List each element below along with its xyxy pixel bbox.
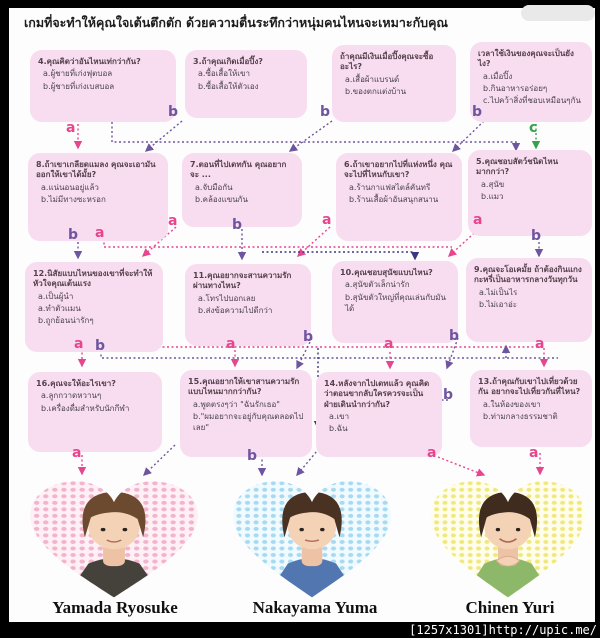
question-box-5: 5.คุณชอบสัตว์ชนิดไหนมากกว่า? a.สุนัข b.แ… bbox=[468, 150, 592, 236]
question-box-1: เวลาใช้เงินของคุณจะเป็นยังไง? a.เมื่อปิ๊… bbox=[470, 42, 592, 122]
option-a: a.เมื่อปิ๊ง bbox=[483, 71, 513, 81]
option-a: a.สุนัขตัวเล็กน่ารัก bbox=[345, 280, 410, 290]
route-label-b: b bbox=[472, 104, 483, 120]
route-label-a: a bbox=[535, 336, 545, 352]
question-box-6: 6.ถ้าเขาอยากไปที่แห่งหนึ่ง คุณจะไปที่ไหน… bbox=[336, 153, 462, 241]
option-b: b.ซื้อเสื้อให้ตัวเอง bbox=[198, 81, 259, 91]
option-a: a.ในห้องของเขา bbox=[483, 399, 541, 409]
option-a: a.เป็นผู้นำ bbox=[38, 291, 74, 301]
option-a2: a.ทำตัวแมน bbox=[38, 303, 81, 313]
question-text: 16.คุณจะให้อะไรเขา? bbox=[36, 379, 116, 388]
route-label-a: a bbox=[74, 336, 84, 352]
option-a: a.ลูกกวาดหวานๆ bbox=[41, 391, 102, 401]
question-text: 5.คุณชอบสัตว์ชนิดไหนมากกว่า? bbox=[476, 157, 559, 177]
route-label-a: a bbox=[384, 336, 394, 352]
question-text: 11.คุณอยากจะสานความรักผ่านทางไหน? bbox=[193, 271, 292, 291]
question-box-15: 15.คุณอยากให้เขาสานความรักแบบไหนมากกว่าก… bbox=[180, 370, 312, 457]
route-label-a: a bbox=[226, 336, 236, 352]
result-heart-yuma bbox=[232, 481, 392, 598]
route-label-a: a bbox=[322, 212, 332, 228]
option-a: a.ไม่เป็นไร bbox=[479, 287, 518, 297]
route-label-b: b bbox=[68, 227, 79, 243]
route-label-b: b bbox=[443, 387, 454, 403]
route-label-b: b bbox=[303, 329, 314, 345]
question-text: 6.ถ้าเขาอยากไปที่แห่งหนึ่ง คุณจะไปที่ไหน… bbox=[344, 160, 453, 180]
option-a: a.เสื้อผ้าแบรนด์ bbox=[345, 74, 400, 84]
option-b: b.ร้านเสื้อผ้าอันสนุกสนาน bbox=[349, 194, 439, 204]
option-a: a.พูดตรงๆว่า "ฉันรักเธอ" bbox=[193, 399, 280, 409]
top-right-blank-pill bbox=[521, 5, 595, 21]
option-b: b.คล้องแขนกัน bbox=[195, 194, 248, 204]
question-box-14: 14.หลังจากไปเดทแล้ว คุณคิดว่าตอนขากลับใค… bbox=[316, 372, 442, 457]
question-text: เวลาใช้เงินของคุณจะเป็นยังไง? bbox=[478, 49, 574, 69]
route-label-b: b bbox=[320, 104, 331, 120]
route-label-a: a bbox=[427, 445, 437, 461]
question-box-8: 8.ถ้าเขาเกลียดแมลง คุณจะเอามันออกให้เขาไ… bbox=[28, 153, 168, 241]
option-a: a.ผู้ชายที่เก่งฟุตบอล bbox=[43, 69, 113, 79]
route-label-b: b bbox=[168, 104, 179, 120]
question-text: 13.ถ้าคุณกับเขาไปเที่ยวด้วยกัน อยากจะไปเ… bbox=[478, 377, 581, 397]
route-label-b: b bbox=[232, 217, 243, 233]
option-b: b.ผู้ชายที่เก่งเบสบอล bbox=[43, 81, 115, 91]
result-name-yamada: Yamada Ryosuke bbox=[52, 598, 178, 617]
route-label-a: a bbox=[473, 212, 483, 228]
question-text: 15.คุณอยากให้เขาสานความรักแบบไหนมากกว่าก… bbox=[188, 377, 300, 397]
question-text: 10.คุณชอบสุนัขแบบไหน? bbox=[340, 268, 433, 277]
option-c: c.ไปคว้าสิ่งที่ชอบเหมือนๆกัน bbox=[483, 96, 581, 106]
option-b: b.เครื่องดื่มสำหรับนักกีฬา bbox=[41, 403, 130, 413]
question-box-10: 10.คุณชอบสุนัขแบบไหน? a.สุนัขตัวเล็กน่าร… bbox=[332, 261, 458, 343]
option-b: b."ผมอยากจะอยู่กับคุณตลอดไปเลย" bbox=[193, 411, 304, 433]
route-label-b: b bbox=[95, 338, 106, 354]
option-b: b.กินอาหารอร่อยๆ bbox=[483, 83, 548, 93]
option-b: b.ท่ามกลางธรรมชาติ bbox=[483, 411, 558, 421]
question-box-7: 7.ตอนที่ไปเดทกัน คุณอยากจะ ... a.จับมือก… bbox=[182, 153, 302, 227]
question-box-13: 13.ถ้าคุณกับเขาไปเที่ยวด้วยกัน อยากจะไปเ… bbox=[470, 370, 592, 447]
question-box-4: 4.คุณคิดว่าอันไหนเท่กว่ากัน? a.ผู้ชายที่… bbox=[30, 50, 176, 122]
result-name-chinen: Chinen Yuri bbox=[465, 598, 555, 617]
option-a: a.เขา bbox=[329, 412, 350, 422]
option-a: a.จับมือกัน bbox=[195, 182, 233, 192]
route-label-a: a bbox=[529, 445, 539, 461]
route-label-b: b bbox=[449, 328, 460, 344]
route-label-a: a bbox=[168, 213, 178, 229]
question-text: ถ้าคุณมีเงินเมื่อปิ๊งคุณจะซื้ออะไร? bbox=[340, 52, 434, 72]
option-b: b.ไม่เอาอ่ะ bbox=[479, 299, 518, 309]
question-text: 3.ถ้าคุณเกิดเมื่อปิ๊ง? bbox=[193, 57, 263, 66]
route-label-a: a bbox=[95, 225, 105, 241]
question-box-11: 11.คุณอยากจะสานความรักผ่านทางไหน? a.โทรไ… bbox=[185, 264, 311, 346]
option-b: b.แมว bbox=[481, 191, 504, 201]
option-a: a.ร้านกาแฟสไตล์คันทรี bbox=[349, 182, 431, 192]
route-label-b: b bbox=[247, 448, 258, 464]
option-a: a.โทรไปบอกเลย bbox=[198, 293, 256, 303]
question-box-16: 16.คุณจะให้อะไรเขา? a.ลูกกวาดหวานๆ b.เคร… bbox=[28, 372, 162, 452]
option-b: b.สุนัขตัวใหญ่ที่คุณเล่นกับมันได้ bbox=[345, 292, 446, 313]
watermark: [1257x1301]http://upic.me/ bbox=[409, 623, 597, 637]
route-label-a: a bbox=[72, 445, 82, 461]
route-label-c: c bbox=[529, 120, 538, 136]
option-b: b.ของตกแต่งบ้าน bbox=[345, 86, 407, 96]
page-title: เกมที่จะทำให้คุณใจเต้นตึกตัก ด้วยความตื่… bbox=[24, 15, 449, 30]
question-text: 8.ถ้าเขาเกลียดแมลง คุณจะเอามันออกให้เขาไ… bbox=[36, 160, 156, 180]
result-heart-yamada bbox=[30, 481, 198, 598]
option-b: b.ไม่มีทางซะหรอก bbox=[41, 194, 106, 204]
question-text: 4.คุณคิดว่าอันไหนเท่กว่ากัน? bbox=[38, 57, 141, 66]
result-name-yuma: Nakayama Yuma bbox=[252, 598, 378, 617]
question-box-9: 9.คุณจะโอเคมั้ย ถ้าต้องกินแกงกะหรี่เป็นอ… bbox=[466, 258, 592, 342]
question-text: 12.นิสัยแบบไหนของเขาที่จะทำให้หัวใจคุณเต… bbox=[33, 269, 153, 289]
question-box-3: 3.ถ้าคุณเกิดเมื่อปิ๊ง? a.ซื้อเสื้อให้เขา… bbox=[185, 50, 307, 118]
route-label-a: a bbox=[66, 120, 76, 136]
route-label-b: b bbox=[531, 228, 542, 244]
question-text: 7.ตอนที่ไปเดทกัน คุณอยากจะ ... bbox=[190, 160, 287, 180]
option-b: b.ส่งข้อความไปดีกว่า bbox=[198, 305, 273, 315]
question-box-12: 12.นิสัยแบบไหนของเขาที่จะทำให้หัวใจคุณเต… bbox=[25, 262, 163, 352]
question-box-2: ถ้าคุณมีเงินเมื่อปิ๊งคุณจะซื้ออะไร? a.เส… bbox=[332, 45, 456, 122]
option-a: a.แน่นอนอยู่แล้ว bbox=[41, 182, 99, 192]
result-heart-chinen bbox=[430, 481, 586, 598]
option-b: b.ฉัน bbox=[329, 424, 348, 434]
option-a: a.ซื้อเสื้อให้เขา bbox=[198, 69, 250, 79]
question-text: 14.หลังจากไปเดทแล้ว คุณคิดว่าตอนขากลับใค… bbox=[324, 379, 430, 409]
option-a: a.สุนัข bbox=[481, 179, 505, 189]
option-b: b.ถูกย้อนน่ารักๆ bbox=[38, 316, 94, 326]
question-text: 9.คุณจะโอเคมั้ย ถ้าต้องกินแกงกะหรี่เป็นอ… bbox=[474, 265, 582, 285]
